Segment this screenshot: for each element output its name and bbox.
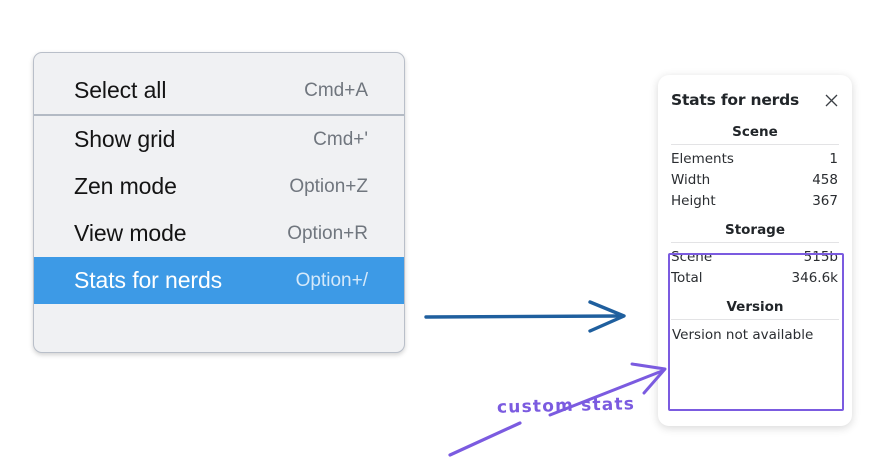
stat-row: Scene 515b (668, 246, 842, 267)
menu-item-label: View mode (74, 220, 187, 246)
menu-item-label: Stats for nerds (74, 267, 223, 293)
stat-value: 346.6k (791, 269, 838, 286)
menu-item-shortcut: Cmd+' (313, 128, 368, 150)
menu-top-padding (34, 53, 404, 67)
section-title: Scene (732, 124, 778, 140)
stats-panel-title: Stats for nerds (671, 91, 800, 109)
menu-item-label: Show grid (74, 126, 176, 152)
menu-item-show-grid[interactable]: Show grid Cmd+' (34, 116, 404, 163)
stat-label: Height (671, 192, 716, 209)
stat-row: Width 458 (668, 169, 842, 190)
menu-to-panel-arrow (424, 300, 626, 333)
stat-row: Height 367 (668, 190, 842, 211)
section-divider (671, 319, 839, 320)
menu-item-label: Zen mode (74, 173, 177, 199)
menu-item-shortcut: Option+R (287, 222, 368, 244)
stat-value: 458 (812, 171, 838, 188)
stat-label: Width (671, 171, 711, 188)
stat-value: 1 (829, 150, 838, 167)
close-icon[interactable] (822, 91, 840, 109)
version-note: Version not available (672, 327, 814, 343)
stats-for-nerds-panel: Stats for nerds Scene Elements 1 Width 4… (658, 75, 852, 426)
stats-section-version: Version Version not available (668, 288, 842, 345)
custom-stats-handwritten-label: custom stats (496, 394, 636, 418)
stat-label: Elements (671, 150, 734, 167)
menu-item-shortcut: Option+Z (289, 175, 368, 197)
menu-item-stats-for-nerds[interactable]: Stats for nerds Option+/ (34, 257, 404, 304)
section-divider (671, 144, 839, 145)
stat-value: 367 (812, 192, 838, 209)
stat-row: Elements 1 (668, 148, 842, 169)
section-divider (671, 242, 839, 243)
stat-row: Total 346.6k (668, 267, 842, 288)
stat-value: 515b (803, 248, 838, 265)
stat-label: Total (671, 269, 703, 286)
menu-item-label: Select all (74, 77, 167, 103)
stats-section-storage: Storage Scene 515b Total 346.6k (668, 211, 842, 288)
menu-item-view-mode[interactable]: View mode Option+R (34, 210, 404, 257)
context-menu[interactable]: Select all Cmd+A Show grid Cmd+' Zen mod… (33, 52, 405, 353)
section-title: Storage (724, 222, 786, 238)
stats-panel-header: Stats for nerds (668, 87, 842, 113)
stat-label: Scene (671, 248, 713, 265)
menu-item-select-all[interactable]: Select all Cmd+A (34, 67, 404, 114)
menu-separator (34, 114, 404, 116)
menu-item-shortcut: Option+/ (295, 269, 368, 291)
section-title: Version (726, 299, 784, 315)
menu-bottom-padding (34, 304, 404, 319)
custom-stats-annotation-arrows (448, 362, 667, 457)
menu-group-1: Select all Cmd+A (34, 67, 404, 114)
menu-item-shortcut: Cmd+A (304, 79, 368, 101)
menu-item-zen-mode[interactable]: Zen mode Option+Z (34, 163, 404, 210)
menu-group-2: Show grid Cmd+' Zen mode Option+Z View m… (34, 116, 404, 304)
stats-section-scene: Scene Elements 1 Width 458 Height 367 (668, 113, 842, 211)
